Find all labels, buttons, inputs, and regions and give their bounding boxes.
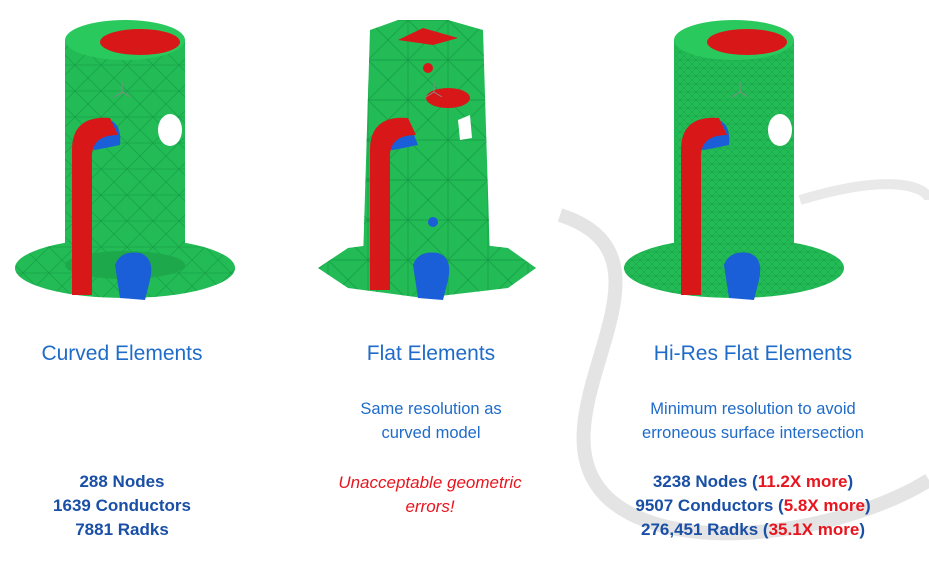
flat-desc-line-1: Same resolution as — [360, 400, 502, 418]
hires-flat-elements-title: Hi-Res Flat Elements — [653, 342, 853, 365]
hires-stats: 3238 Nodes (11.2X more) 9507 Conductors … — [593, 470, 913, 542]
flat-elements-title: Flat Elements — [366, 342, 496, 365]
flat-elements-description: Same resolution as curved model — [281, 397, 581, 445]
hires-description: Minimum resolution to avoid erroneous su… — [603, 397, 903, 445]
geometric-error-warning: Unacceptable geometric errors! — [280, 471, 580, 519]
hires-nodes-stat: 3238 Nodes (11.2X more) — [652, 472, 854, 491]
curved-stats: 288 Nodes 1639 Conductors 7881 Radks — [0, 470, 282, 542]
flat-desc-line-2: curved model — [381, 424, 481, 442]
hires-desc-line-2: erroneous surface intersection — [642, 424, 864, 442]
hires-conductors-stat: 9507 Conductors (5.8X more) — [635, 496, 871, 515]
curved-conductors-stat: 1639 Conductors — [53, 496, 191, 515]
curved-elements-title: Curved Elements — [41, 342, 203, 365]
warning-line-1: Unacceptable geometric — [338, 473, 522, 492]
hires-radks-stat: 276,451 Radks (35.1X more) — [641, 520, 865, 539]
hires-mesh-model — [624, 20, 844, 300]
curved-mesh-model — [15, 20, 235, 300]
curved-nodes-stat: 288 Nodes — [79, 472, 165, 491]
warning-line-2: errors! — [405, 497, 455, 516]
hires-desc-line-1: Minimum resolution to avoid — [650, 400, 856, 418]
flat-mesh-model — [318, 20, 536, 300]
curved-radks-stat: 7881 Radks — [75, 520, 169, 539]
